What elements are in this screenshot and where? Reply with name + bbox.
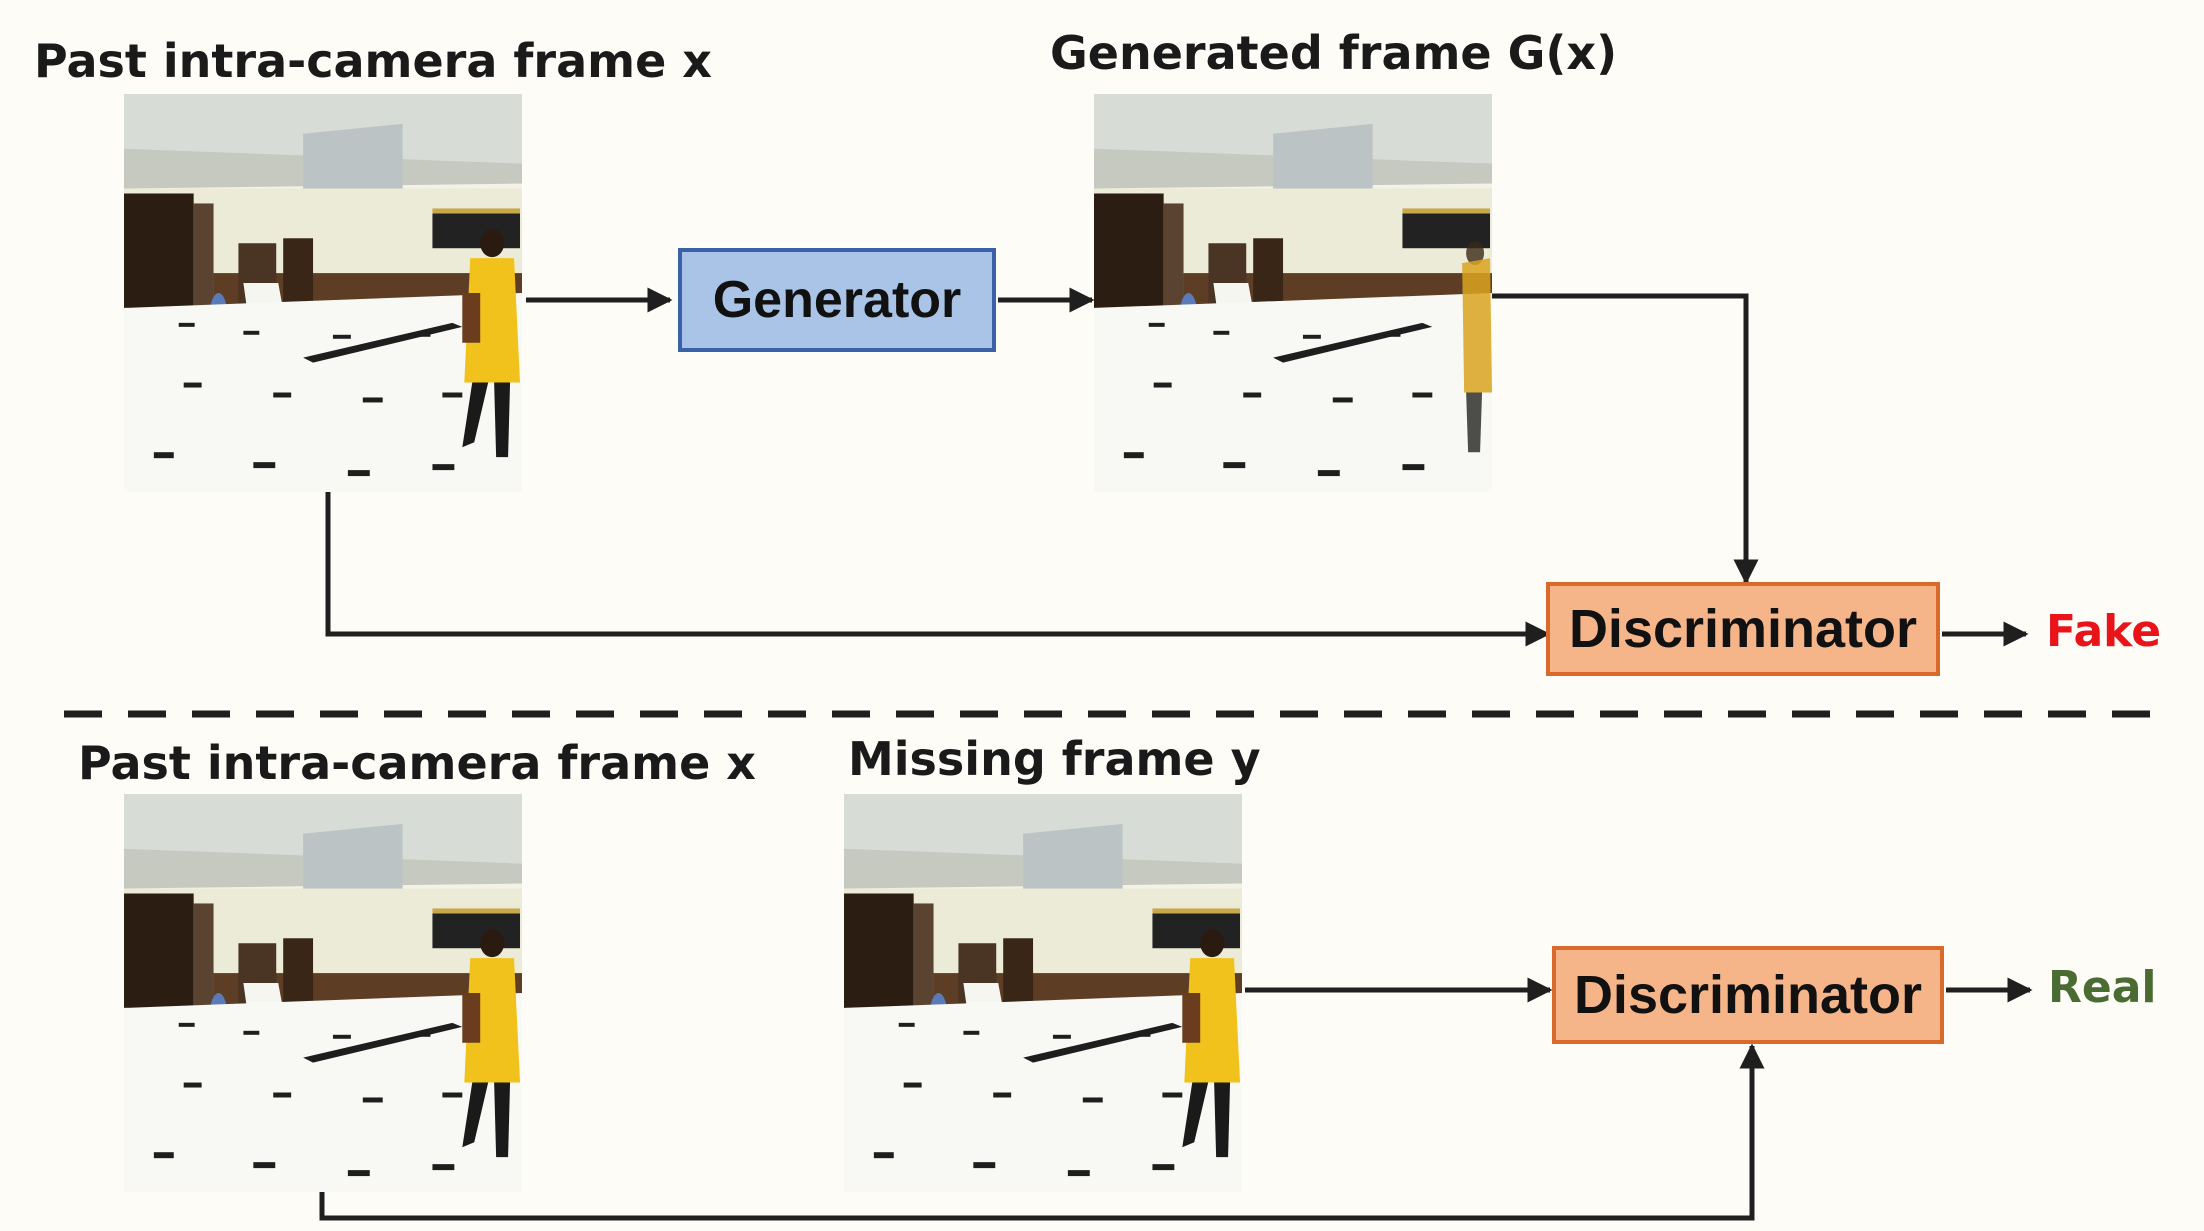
fake-output-label: Fake <box>2046 606 2162 657</box>
top-input-frame-label: Past intra-camera frame x <box>34 34 712 88</box>
bottom-input-frame-label: Past intra-camera frame x <box>78 736 756 790</box>
arrow-input-to-discriminator-top <box>325 492 1551 647</box>
real-output-label: Real <box>2048 962 2157 1013</box>
arrow-generated-frame-to-discriminator <box>1492 293 1759 585</box>
arrow-input-to-discriminator-bottom <box>319 1043 1765 1221</box>
missing-frame-label: Missing frame y <box>848 732 1261 786</box>
generator-box: Generator <box>678 248 996 352</box>
discriminator-box-top: Discriminator <box>1546 582 1940 676</box>
generated-frame-image <box>1094 94 1492 492</box>
top-input-frame-image <box>124 94 522 492</box>
missing-frame-image <box>844 794 1242 1192</box>
generated-frame-label: Generated frame G(x) <box>1050 26 1618 80</box>
bottom-input-frame-image <box>124 794 522 1192</box>
discriminator-box-bottom: Discriminator <box>1552 946 1944 1044</box>
